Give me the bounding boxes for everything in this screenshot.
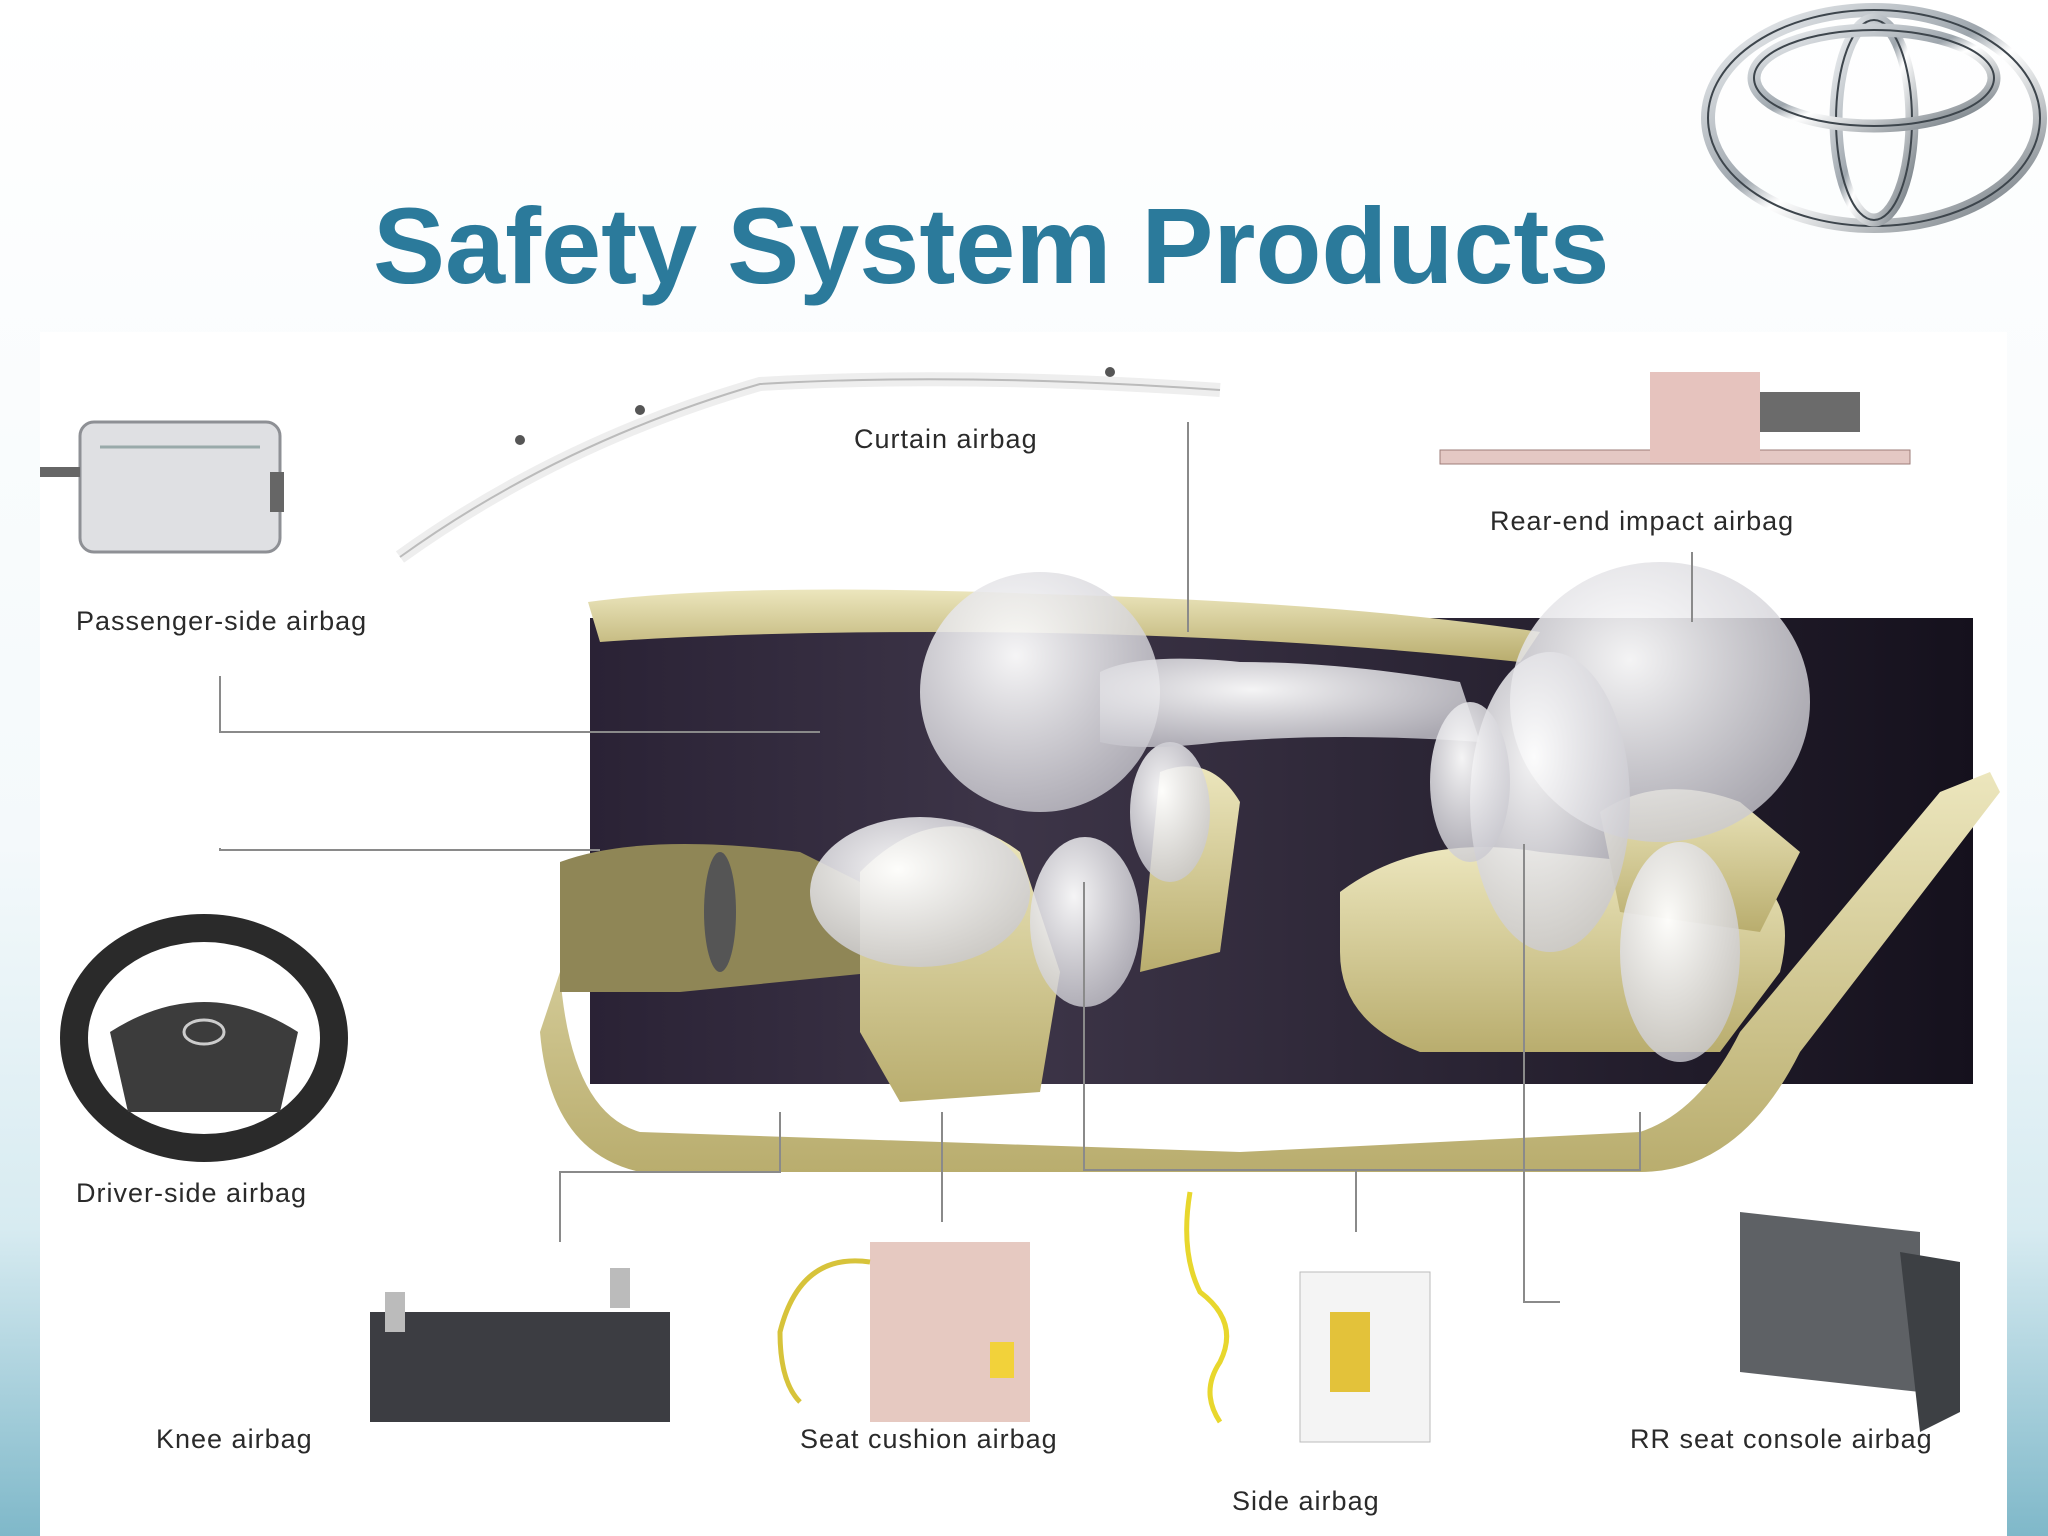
seat-cushion-airbag-label: Seat cushion airbag bbox=[800, 1424, 1058, 1454]
curtain-airbag-label: Curtain airbag bbox=[854, 424, 1038, 454]
rr-seat-console-airbag-module bbox=[1740, 1212, 1960, 1432]
side-airbag-label: Side airbag bbox=[1232, 1486, 1380, 1516]
leader-lines bbox=[219, 422, 1693, 1303]
curtain-airbag-tube bbox=[395, 367, 1221, 563]
car-interior-cutaway bbox=[540, 562, 2000, 1172]
rear-end-impact-airbag-label: Rear-end impact airbag bbox=[1490, 506, 1795, 536]
passenger-airbag-module bbox=[40, 420, 284, 554]
rr-seat-console-airbag-label: RR seat console airbag bbox=[1630, 1424, 1933, 1454]
side-airbag-module bbox=[1184, 1191, 1431, 1443]
passenger-side-airbag-label: Passenger-side airbag bbox=[76, 606, 368, 636]
knee-airbag-module bbox=[370, 1268, 670, 1422]
knee-airbag-label: Knee airbag bbox=[156, 1424, 313, 1454]
rear-end-impact-airbag-module bbox=[1439, 372, 1911, 465]
driver-side-airbag-label: Driver-side airbag bbox=[76, 1178, 308, 1208]
seat-cushion-airbag-module bbox=[777, 1242, 1030, 1422]
page-title: Safety System Products bbox=[373, 185, 1610, 306]
toyota-emblem-icon bbox=[1700, 0, 2048, 238]
steering-wheel-icon bbox=[60, 914, 348, 1162]
airbag-diagram-panel: Curtain airbag Rear-end impact airbag Pa… bbox=[40, 332, 2007, 1536]
